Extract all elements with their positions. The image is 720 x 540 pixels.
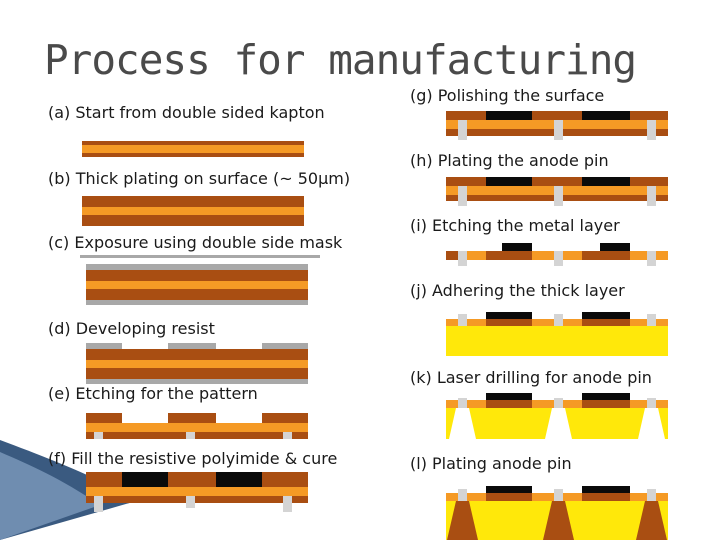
g-pin (647, 120, 656, 140)
g-pin (458, 120, 467, 140)
g-copper-top (446, 111, 668, 120)
h-copper-top (446, 177, 668, 186)
e-gap (186, 432, 195, 439)
j-thick-layer (446, 326, 668, 356)
step-label-b: (b) Thick plating on surface (~ 50μm) (48, 169, 351, 188)
c-mask-top (80, 255, 320, 258)
d-resist-top (168, 343, 216, 349)
j-pin (554, 314, 563, 328)
f-pin (186, 496, 195, 508)
step-label-e: (e) Etching for the pattern (48, 384, 258, 403)
step-label-i: (i) Etching the metal layer (410, 216, 620, 235)
k-copper (486, 400, 532, 408)
j-copper (486, 319, 532, 326)
c-kapton (86, 281, 308, 289)
e-kapton (86, 423, 308, 432)
k-drill-hole (449, 408, 476, 439)
c-copper-top (86, 270, 308, 281)
l-pin (554, 489, 563, 501)
k-pin (554, 398, 563, 410)
step-label-j: (j) Adhering the thick layer (410, 281, 625, 300)
h-pin (458, 186, 467, 206)
k-drill-hole (638, 408, 665, 439)
c-resist-top (86, 264, 308, 270)
k-copper (582, 400, 630, 408)
l-copper (582, 493, 630, 501)
h-pin (554, 186, 563, 206)
f-copper-top (86, 472, 122, 487)
i-pin (458, 251, 467, 266)
d-resist-top (262, 343, 308, 349)
k-drill-hole (545, 408, 572, 439)
i-copper (446, 251, 466, 260)
c-resist-bottom (86, 300, 308, 305)
step-label-f: (f) Fill the resistive polyimide & cure (48, 449, 338, 468)
l-anode-cone (543, 501, 574, 540)
f-copper-top (168, 472, 216, 487)
e-gap (94, 432, 103, 439)
page-title: Process for manufacturing (44, 36, 637, 84)
d-kapton (86, 360, 308, 368)
l-polyimide (582, 486, 630, 493)
d-resist-bottom (86, 379, 308, 384)
g-polyimide (582, 111, 630, 120)
e-copper-bottom (86, 432, 308, 439)
f-kapton (86, 487, 308, 496)
l-pin (458, 489, 467, 501)
d-resist-top (86, 343, 122, 349)
k-pin (458, 398, 467, 410)
e-copper-top (86, 413, 122, 423)
b-kapton (82, 207, 304, 215)
step-label-c: (c) Exposure using double side mask (48, 233, 343, 252)
i-pin (647, 251, 656, 266)
d-copper-bottom (86, 368, 308, 379)
l-polyimide (486, 486, 532, 493)
l-anode-cone (636, 501, 667, 540)
step-label-h: (h) Plating the anode pin (410, 151, 609, 170)
l-copper (486, 493, 532, 501)
h-pin (647, 186, 656, 206)
j-polyimide (486, 312, 532, 319)
g-polyimide (486, 111, 532, 120)
a-copper-top (82, 141, 304, 145)
k-pin (647, 398, 656, 410)
k-polyimide (486, 393, 532, 400)
slide-accent-swoosh-light (0, 452, 100, 540)
e-copper-top (262, 413, 308, 423)
f-copper-top (262, 472, 308, 487)
a-copper-bottom (82, 153, 304, 157)
step-label-g: (g) Polishing the surface (410, 86, 605, 105)
step-label-k: (k) Laser drilling for anode pin (410, 368, 652, 387)
d-copper-top (86, 349, 308, 360)
c-copper-bottom (86, 289, 308, 300)
e-copper-top (168, 413, 216, 423)
i-copper (582, 251, 630, 260)
step-label-l: (l) Plating anode pin (410, 454, 572, 473)
a-kapton (82, 145, 304, 153)
i-copper (486, 251, 532, 260)
step-label-d: (d) Developing resist (48, 319, 215, 338)
f-pin (94, 496, 103, 512)
h-polyimide (582, 177, 630, 186)
j-pin (647, 314, 656, 328)
b-copper-top (82, 196, 304, 207)
f-copper-bottom (86, 496, 308, 503)
l-anode-cone (447, 501, 478, 540)
step-label-a: (a) Start from double sided kapton (48, 103, 325, 122)
f-pin (283, 496, 292, 512)
k-polyimide (582, 393, 630, 400)
i-polyimide (600, 243, 630, 251)
e-gap (283, 432, 292, 439)
h-polyimide (486, 177, 532, 186)
l-pin (647, 489, 656, 501)
i-polyimide (502, 243, 532, 251)
j-copper (582, 319, 630, 326)
j-pin (458, 314, 467, 328)
i-pin (554, 251, 563, 266)
j-polyimide (582, 312, 630, 319)
g-pin (554, 120, 563, 140)
b-copper-bottom (82, 215, 304, 226)
